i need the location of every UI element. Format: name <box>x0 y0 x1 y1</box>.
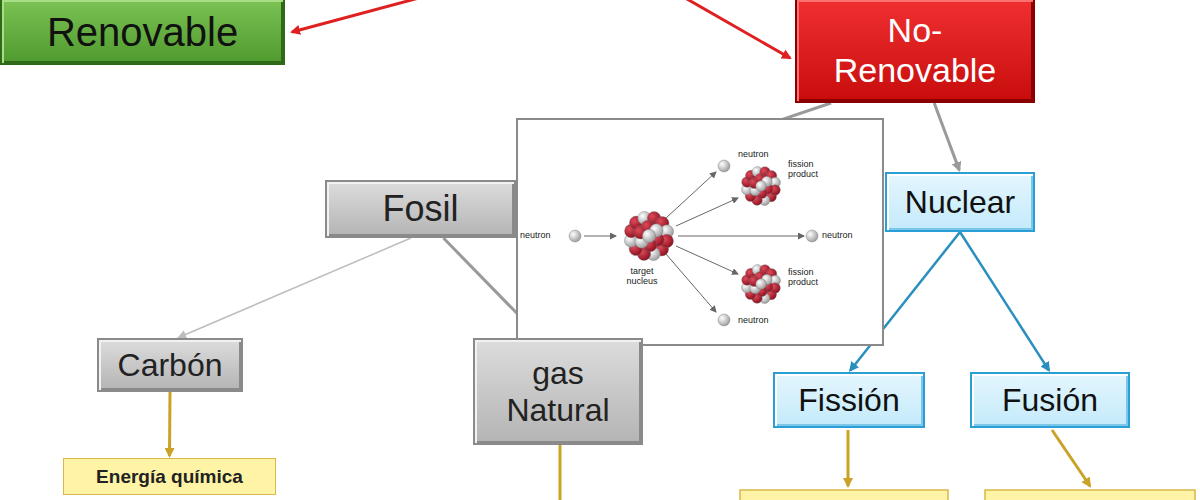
output-line <box>559 445 562 500</box>
box-label: gas Natural <box>488 355 628 429</box>
illustration-label: neutron <box>738 150 788 160</box>
connector-arrow <box>934 103 959 170</box>
connector-arrow <box>179 238 411 337</box>
illustration-label: neutron <box>822 231 872 241</box>
box-label: No-Renovable <box>820 11 1010 89</box>
category-box: Fosil <box>325 180 516 238</box>
illustration-label: fission product <box>788 160 836 180</box>
category-box: Renovable <box>0 0 285 65</box>
box-label: Energía química <box>96 466 243 488</box>
output-arrow <box>1052 430 1090 486</box>
box-label: Renovable <box>47 9 238 55</box>
source-box: Carbón <box>97 338 243 392</box>
process-box: Fissión <box>773 372 925 428</box>
root-arrow <box>292 0 430 32</box>
illustration-label: neutron <box>738 316 788 326</box>
source-box: gas Natural <box>473 338 643 445</box>
illustration-label: fission product <box>788 268 836 288</box>
process-box: Fusión <box>970 372 1130 428</box>
box-label: Nuclear <box>905 184 1015 221</box>
energy-box: Energía química <box>63 458 276 495</box>
connector-arrow <box>960 232 1049 370</box>
box-label: Fosil <box>382 188 458 229</box>
category-box: Nuclear <box>885 172 1035 232</box>
illustration-label: neutron <box>520 231 560 241</box>
category-box: No-Renovable <box>795 0 1035 103</box>
box-label: Carbón <box>118 347 223 384</box>
output-box-cut <box>985 490 1195 500</box>
box-label: Fissión <box>798 382 899 419</box>
connector-arrow <box>168 392 171 456</box>
output-arrow <box>847 430 850 486</box>
root-arrow <box>680 0 790 58</box>
box-label: Fusión <box>1002 382 1098 419</box>
illustration-label: target nucleus <box>618 267 666 287</box>
output-box-cut <box>740 490 948 500</box>
